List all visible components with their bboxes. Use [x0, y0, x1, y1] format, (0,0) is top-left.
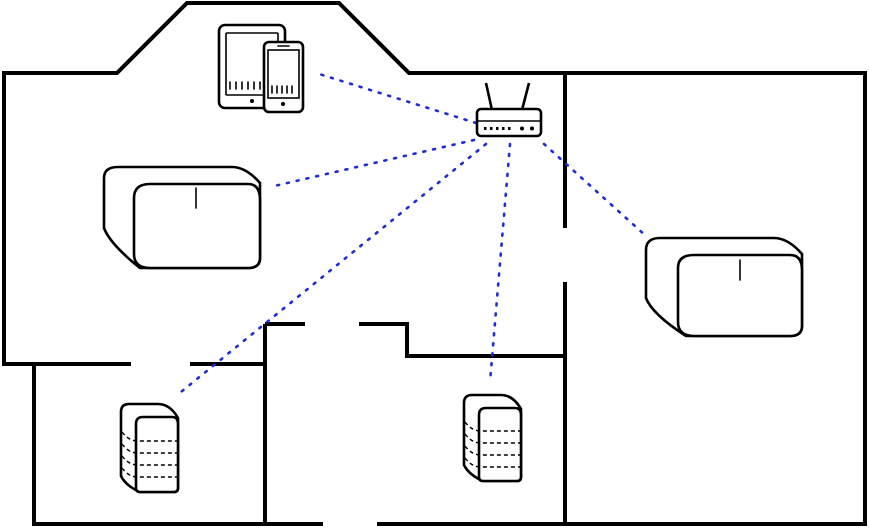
- wireless-links: [174, 71, 648, 398]
- wall-bottom-left-room: [32, 362, 323, 526]
- link-router-tablet-phone: [314, 71, 478, 125]
- link-router-speaker-right: [542, 142, 648, 238]
- small-speaker-icon: [119, 402, 180, 494]
- link-router-small-speaker-left: [174, 142, 488, 398]
- outer-wall-right-room: [565, 71, 867, 526]
- smart-speaker-icon: [644, 236, 804, 338]
- link-router-speaker-left: [268, 138, 476, 189]
- outer-wall-living-room: [2, 1, 565, 366]
- smart-speaker-icon: [102, 165, 262, 270]
- tablet-and-phone-icon: [217, 23, 305, 114]
- link-router-small-speaker-middle: [488, 142, 512, 384]
- wall-middle-room: [263, 322, 565, 524]
- small-speaker-icon: [462, 393, 523, 483]
- wifi-router-icon: [475, 82, 543, 138]
